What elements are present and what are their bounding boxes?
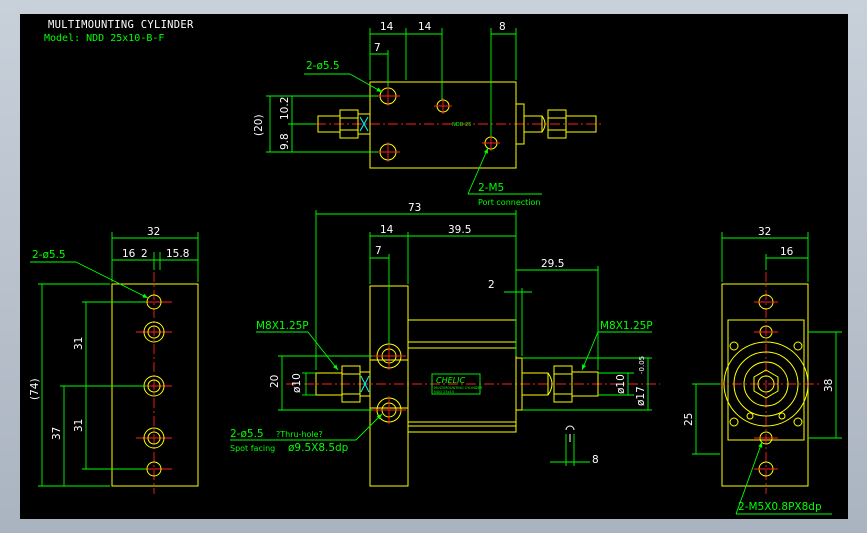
drawing-title: MULTIMOUNTING CYLINDER xyxy=(48,19,194,31)
front-dim-8: 8 xyxy=(592,454,599,466)
right-dim-16: 16 xyxy=(780,246,794,258)
right-dim-38: 38 xyxy=(823,379,835,392)
front-dim-phi17-tol: -0.05 xyxy=(638,356,646,374)
front-thread-left-label: M8X1.25P xyxy=(256,320,309,332)
left-dim-31a: 31 xyxy=(73,337,85,350)
right-tapped-label: 2-M5X0.8PX8dp xyxy=(738,501,822,513)
front-spot-label: Spot facing xyxy=(230,444,275,453)
top-dim-10-2: 10.2 xyxy=(279,97,291,120)
top-small-text: NDD 25 xyxy=(452,122,471,128)
top-dim-8: 8 xyxy=(499,21,506,33)
front-dim-20: 20 xyxy=(269,375,281,388)
top-dim-7: 7 xyxy=(374,42,381,54)
right-rod-hex xyxy=(753,369,779,399)
title-block: MULTIMOUNTING CYLINDER Model: NDD 25x10-… xyxy=(44,19,194,44)
front-view[interactable]: CHELIC MULTIMOUNTING CYLINDER NDD 25x10 … xyxy=(230,202,660,487)
right-dim-32: 32 xyxy=(758,226,771,238)
top-port-label: 2-M5 xyxy=(478,182,504,194)
front-spot-dim: ø9.5X8.5dp xyxy=(288,442,349,454)
right-view[interactable]: 32 16 38 25 2-M5X0.8PX8dp xyxy=(683,226,842,515)
right-flange-circle xyxy=(723,341,809,427)
front-dim-73: 73 xyxy=(408,202,421,214)
right-view-body xyxy=(721,283,809,487)
left-dim-16: 16 xyxy=(122,248,136,260)
left-view-body xyxy=(111,283,199,487)
drawing-canvas[interactable]: MULTIMOUNTING CYLINDER Model: NDD 25x10-… xyxy=(20,14,848,519)
top-view-body xyxy=(369,81,517,169)
front-dim-14: 14 xyxy=(380,224,394,236)
front-holes-note: ?Thru-hole? xyxy=(276,430,323,439)
front-holes-label: 2-ø5.5 xyxy=(230,428,264,440)
top-dim-14b: 14 xyxy=(418,21,432,33)
front-dim-phi10-right: ø10 xyxy=(615,374,627,394)
top-view[interactable]: NDD 25 14 14 8 7 (20) 10.2 9.8 2-ø5.5 2-… xyxy=(253,21,602,207)
left-view[interactable]: 32 16 2 15.8 (74) 37 31 31 2-ø5.5 xyxy=(29,226,199,494)
right-dim-25: 25 xyxy=(683,413,695,426)
front-logo: CHELIC xyxy=(436,376,465,385)
left-holes-label: 2-ø5.5 xyxy=(32,249,66,261)
front-thread-right-label: M8X1.25P xyxy=(600,320,653,332)
left-dim-74: (74) xyxy=(29,378,41,400)
front-dim-phi17: ø17 xyxy=(635,386,647,406)
left-hole-5 xyxy=(146,461,162,477)
front-logo-model: NDD 25x10 xyxy=(434,390,454,394)
left-dim-2: 2 xyxy=(141,248,148,260)
left-hole-4 xyxy=(143,427,165,449)
model-label: Model: NDD 25x10-B-F xyxy=(44,33,164,44)
left-dim-32: 32 xyxy=(147,226,160,238)
left-hole-1 xyxy=(146,294,162,310)
top-dim-14a: 14 xyxy=(380,21,394,33)
front-dim-2: 2 xyxy=(488,279,495,291)
left-dim-31b: 31 xyxy=(73,419,85,432)
cad-drawing[interactable]: MULTIMOUNTING CYLINDER Model: NDD 25x10-… xyxy=(20,14,848,519)
front-dim-phi10-left: ø10 xyxy=(291,373,303,393)
top-dim-20: (20) xyxy=(253,114,265,136)
front-logo-sub: MULTIMOUNTING CYLINDER xyxy=(434,386,483,390)
left-dim-37: 37 xyxy=(51,427,63,440)
front-dim-7: 7 xyxy=(375,245,382,257)
top-port-note: Port connection xyxy=(478,198,540,207)
top-dim-9-8: 9.8 xyxy=(279,133,291,150)
left-dim-15-8: 15.8 xyxy=(166,248,189,260)
front-dim-39-5: 39.5 xyxy=(448,224,471,236)
front-logo-plate xyxy=(431,373,481,395)
left-hole-2 xyxy=(143,321,165,343)
top-holes-label: 2-ø5.5 xyxy=(306,60,340,72)
front-dim-29-5: 29.5 xyxy=(541,258,564,270)
